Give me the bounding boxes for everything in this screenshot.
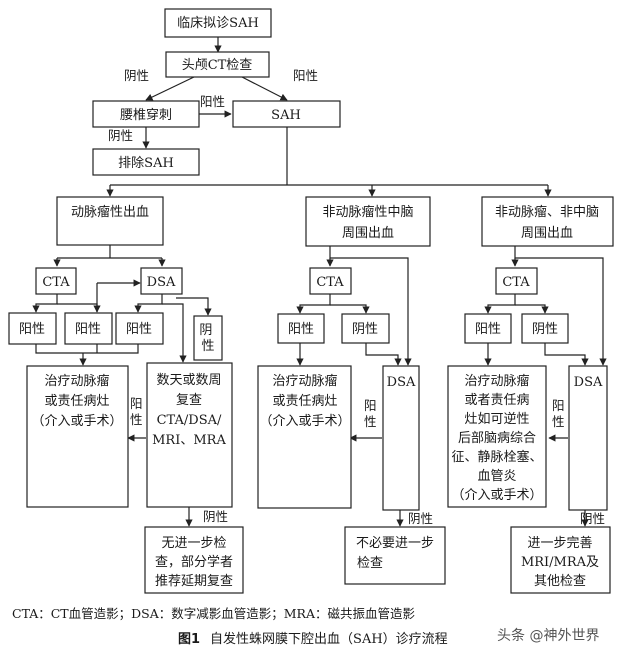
edge-label-negative-dsa-mid: 阴性 (408, 511, 433, 526)
node-nonaneurysmal-perimesencephalic: 非动脉瘤性中脑 周围出血 (305, 196, 431, 247)
svg-text:CTA: CTA (502, 275, 530, 290)
svg-text:灶如可逆性: 灶如可逆性 (464, 411, 529, 427)
svg-text:征、静脉栓塞、: 征、静脉栓塞、 (451, 449, 542, 465)
svg-text:（介入或手术）: （介入或手术） (31, 414, 122, 429)
svg-text:头颅CT检查: 头颅CT检查 (182, 58, 253, 73)
edge-labels-vertical: 阳 性 阳 性 阳 性 (130, 396, 569, 429)
node-no-further-left: 无进一步检 查，部分学者 推荐延期复查 (144, 526, 244, 594)
node-cta-right: CTA (495, 267, 538, 295)
svg-text:周围出血: 周围出血 (342, 226, 394, 241)
svg-text:临床拟诊SAH: 临床拟诊SAH (177, 16, 259, 31)
edge-label-positive-left: 阳 性 (130, 396, 147, 427)
node-treat-right: 治疗动脉瘤 或者责任病 灶如可逆性 后部脑病综合 征、静脉栓塞、 血管炎 （介入… (447, 365, 547, 508)
svg-text:DSA: DSA (387, 375, 416, 390)
svg-text:阳性: 阳性 (19, 322, 45, 337)
svg-text:（介入或手术）: （介入或手术） (451, 488, 542, 503)
node-negative-right: 阴性 (521, 313, 569, 344)
node-positive-left-1: 阳性 (8, 312, 57, 345)
edge-label-negative-recheck: 阴性 (203, 509, 228, 524)
node-dsa-mid: DSA (382, 365, 420, 511)
edge-label-negative-dsa-right: 阴性 (580, 511, 605, 526)
edge-label-positive-lp: 阳性 (200, 94, 225, 109)
svg-text:CTA: CTA (42, 275, 70, 290)
connectors (32, 37, 607, 527)
node-treat-mid: 治疗动脉瘤 或责任病灶 （介入或手术） (257, 365, 352, 509)
svg-text:非动脉瘤性中脑: 非动脉瘤性中脑 (322, 204, 413, 220)
node-dsa-right: DSA (568, 365, 608, 511)
edge-labels: 阴性 阳性 阳性 阴性 阴性 阴性 阴性 (108, 68, 605, 526)
node-nonaneurysmal-nonperimesencephalic: 非动脉瘤、非中脑 周围出血 (481, 196, 614, 247)
edge-label-positive-right: 阳 性 (552, 398, 569, 429)
svg-text:非动脉瘤、非中脑: 非动脉瘤、非中脑 (495, 204, 599, 220)
svg-text:周围出血: 周围出血 (521, 226, 573, 241)
node-negative-left: 阴 性 (193, 315, 223, 361)
edge-label-negative-ct: 阴性 (124, 68, 149, 83)
abbreviation-legend: CTA：CT血管造影；DSA：数字减影血管造影；MRA：磁共振血管造影 (12, 606, 415, 621)
svg-text:阳性: 阳性 (475, 322, 501, 337)
node-ct: 头颅CT检查 (165, 51, 270, 78)
edge-label-positive-ct: 阳性 (293, 68, 318, 83)
node-cta-mid: CTA (309, 267, 352, 295)
node-positive-left-3: 阳性 (115, 312, 164, 345)
svg-text:SAH: SAH (271, 108, 301, 123)
node-clinical-suspect: 临床拟诊SAH (164, 8, 272, 38)
svg-text:MRI、MRA: MRI、MRA (152, 433, 226, 448)
svg-text:或责任病灶: 或责任病灶 (44, 394, 109, 409)
svg-text:（介入或手术）: （介入或手术） (259, 414, 350, 429)
node-lumbar-puncture: 腰椎穿刺 (92, 100, 200, 128)
node-positive-left-2: 阳性 (64, 312, 113, 345)
svg-text:后部脑病综合: 后部脑病综合 (458, 431, 536, 446)
node-dsa-left: DSA (140, 267, 183, 295)
svg-text:动脉瘤性出血: 动脉瘤性出血 (71, 204, 149, 220)
svg-text:阳性: 阳性 (126, 322, 152, 337)
svg-text:检查: 检查 (357, 556, 383, 571)
svg-text:或者责任病: 或者责任病 (464, 393, 529, 408)
svg-text:DSA: DSA (574, 375, 603, 390)
svg-text:阴 性: 阴 性 (199, 323, 216, 354)
watermark: 头条 @神外世界 (497, 628, 600, 644)
svg-text:CTA/DSA/: CTA/DSA/ (157, 413, 222, 428)
node-cta-left: CTA (35, 267, 77, 295)
figure-caption: 图1 自发性蛛网膜下腔出血（SAH）诊疗流程 (178, 628, 448, 647)
sah-flowchart: 阴性 阳性 阳性 阴性 阴性 阴性 阴性 阳 性 阳 性 阳 性 临床拟诊SAH… (8, 8, 614, 594)
figure-title: 自发性蛛网膜下腔出血（SAH）诊疗流程 (210, 632, 448, 647)
edge-label-positive-mid: 阳 性 (364, 398, 381, 429)
svg-text:阳性: 阳性 (75, 322, 101, 337)
svg-text:治疗动脉瘤: 治疗动脉瘤 (272, 373, 337, 389)
svg-text:推荐延期复查: 推荐延期复查 (155, 574, 233, 589)
svg-text:MRI/MRA及: MRI/MRA及 (521, 555, 599, 570)
svg-text:DSA: DSA (147, 275, 176, 290)
svg-text:其他检查: 其他检查 (534, 574, 586, 589)
node-aneurysmal: 动脉瘤性出血 (56, 196, 164, 246)
node-no-further-mid: 不必要进一步 检查 (344, 526, 446, 585)
node-positive-right-1: 阳性 (464, 313, 512, 344)
svg-text:阳性: 阳性 (288, 322, 314, 337)
svg-text:腰椎穿刺: 腰椎穿刺 (120, 107, 172, 123)
node-exclude-sah: 排除SAH (92, 148, 200, 176)
svg-text:排除SAH: 排除SAH (118, 156, 174, 171)
svg-text:治疗动脉瘤: 治疗动脉瘤 (464, 373, 529, 389)
node-sah: SAH (232, 100, 341, 128)
svg-text:血管炎: 血管炎 (477, 469, 516, 484)
svg-text:阴性: 阴性 (532, 322, 558, 337)
svg-text:进一步完善: 进一步完善 (527, 535, 592, 551)
svg-text:治疗动脉瘤: 治疗动脉瘤 (44, 373, 109, 389)
svg-text:无进一步检: 无进一步检 (161, 536, 226, 551)
node-treat-left: 治疗动脉瘤 或责任病灶 （介入或手术） (26, 365, 129, 508)
svg-text:阴性: 阴性 (352, 322, 378, 337)
svg-text:数天或数周: 数天或数周 (156, 373, 221, 388)
node-further-right: 进一步完善 MRI/MRA及 其他检查 (510, 526, 611, 594)
edge-label-negative-lp: 阴性 (108, 128, 133, 143)
svg-text:查，部分学者: 查，部分学者 (155, 554, 233, 570)
svg-text:或责任病灶: 或责任病灶 (272, 394, 337, 409)
svg-text:不必要进一步: 不必要进一步 (356, 536, 434, 551)
node-recheck: 数天或数周 复查 CTA/DSA/ MRI、MRA (146, 362, 233, 508)
svg-text:复查: 复查 (176, 393, 202, 408)
node-negative-mid: 阴性 (341, 313, 390, 344)
svg-text:CTA: CTA (316, 275, 344, 290)
figure-label: 图1 (178, 632, 201, 647)
node-positive-mid-1: 阳性 (277, 313, 325, 344)
